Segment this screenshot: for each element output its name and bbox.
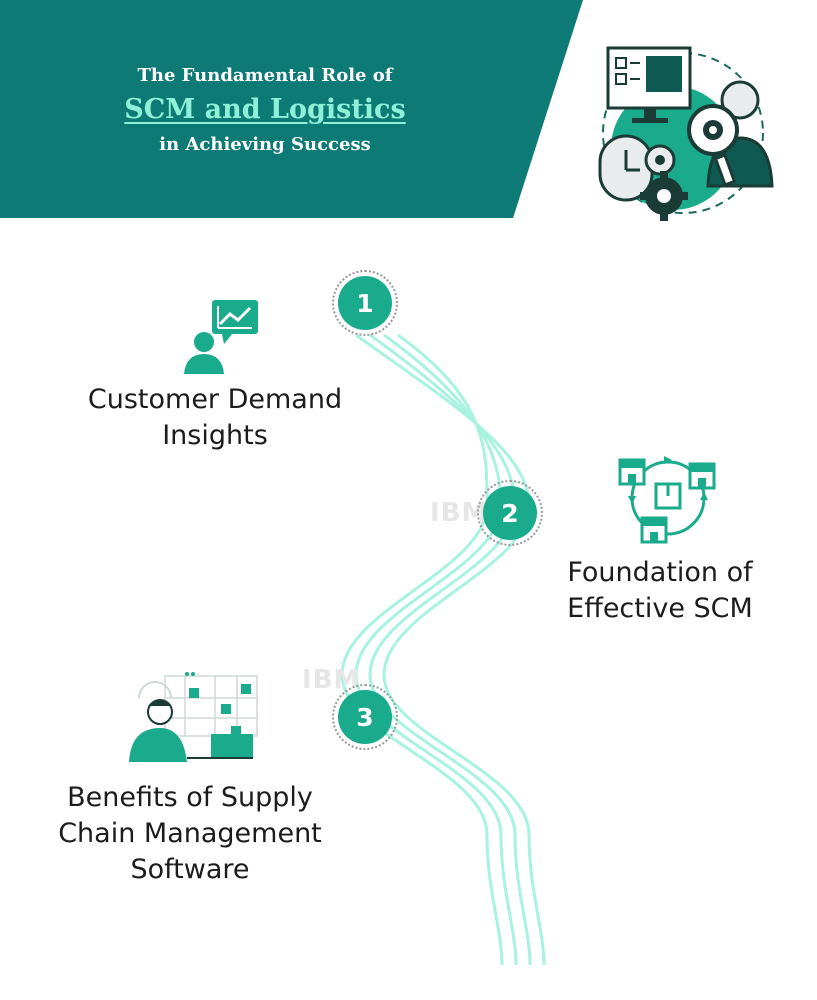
step-2-badge: 2 xyxy=(483,486,537,540)
title-line-2: SCM and Logistics xyxy=(124,94,406,125)
step-2-label-line-2: Effective SCM xyxy=(567,593,753,624)
step-3-label: Benefits of Supply Chain Management Soft… xyxy=(40,780,340,888)
title-line-1: The Fundamental Role of xyxy=(137,65,393,86)
step-2-label-line-1: Foundation of xyxy=(567,557,753,588)
step-1-label-line-2: Insights xyxy=(162,420,268,451)
header-band xyxy=(0,0,817,220)
step-1-label: Customer Demand Insights xyxy=(70,382,360,454)
step-1-ring xyxy=(332,270,398,336)
step-1-badge: 1 xyxy=(338,276,392,330)
customer-chart-icon xyxy=(182,298,262,376)
hero-analytics-icon xyxy=(588,38,788,223)
page-title: The Fundamental Role of SCM and Logistic… xyxy=(70,62,460,160)
step-1-label-line-1: Customer Demand xyxy=(87,384,343,415)
wavy-path xyxy=(340,333,546,966)
title-line-3: in Achieving Success xyxy=(159,134,371,155)
step-3-label-line-3: Software xyxy=(130,854,250,885)
step-2-ring xyxy=(477,480,543,546)
person-laptop-icon xyxy=(125,670,265,765)
step-3-badge: 3 xyxy=(338,690,392,744)
step-3-label-line-1: Benefits of Supply xyxy=(67,782,313,813)
step-3-label-line-2: Chain Management xyxy=(58,818,322,849)
step-3-ring xyxy=(332,684,398,750)
store-cycle-icon xyxy=(618,452,718,548)
step-2-label: Foundation of Effective SCM xyxy=(540,555,780,627)
